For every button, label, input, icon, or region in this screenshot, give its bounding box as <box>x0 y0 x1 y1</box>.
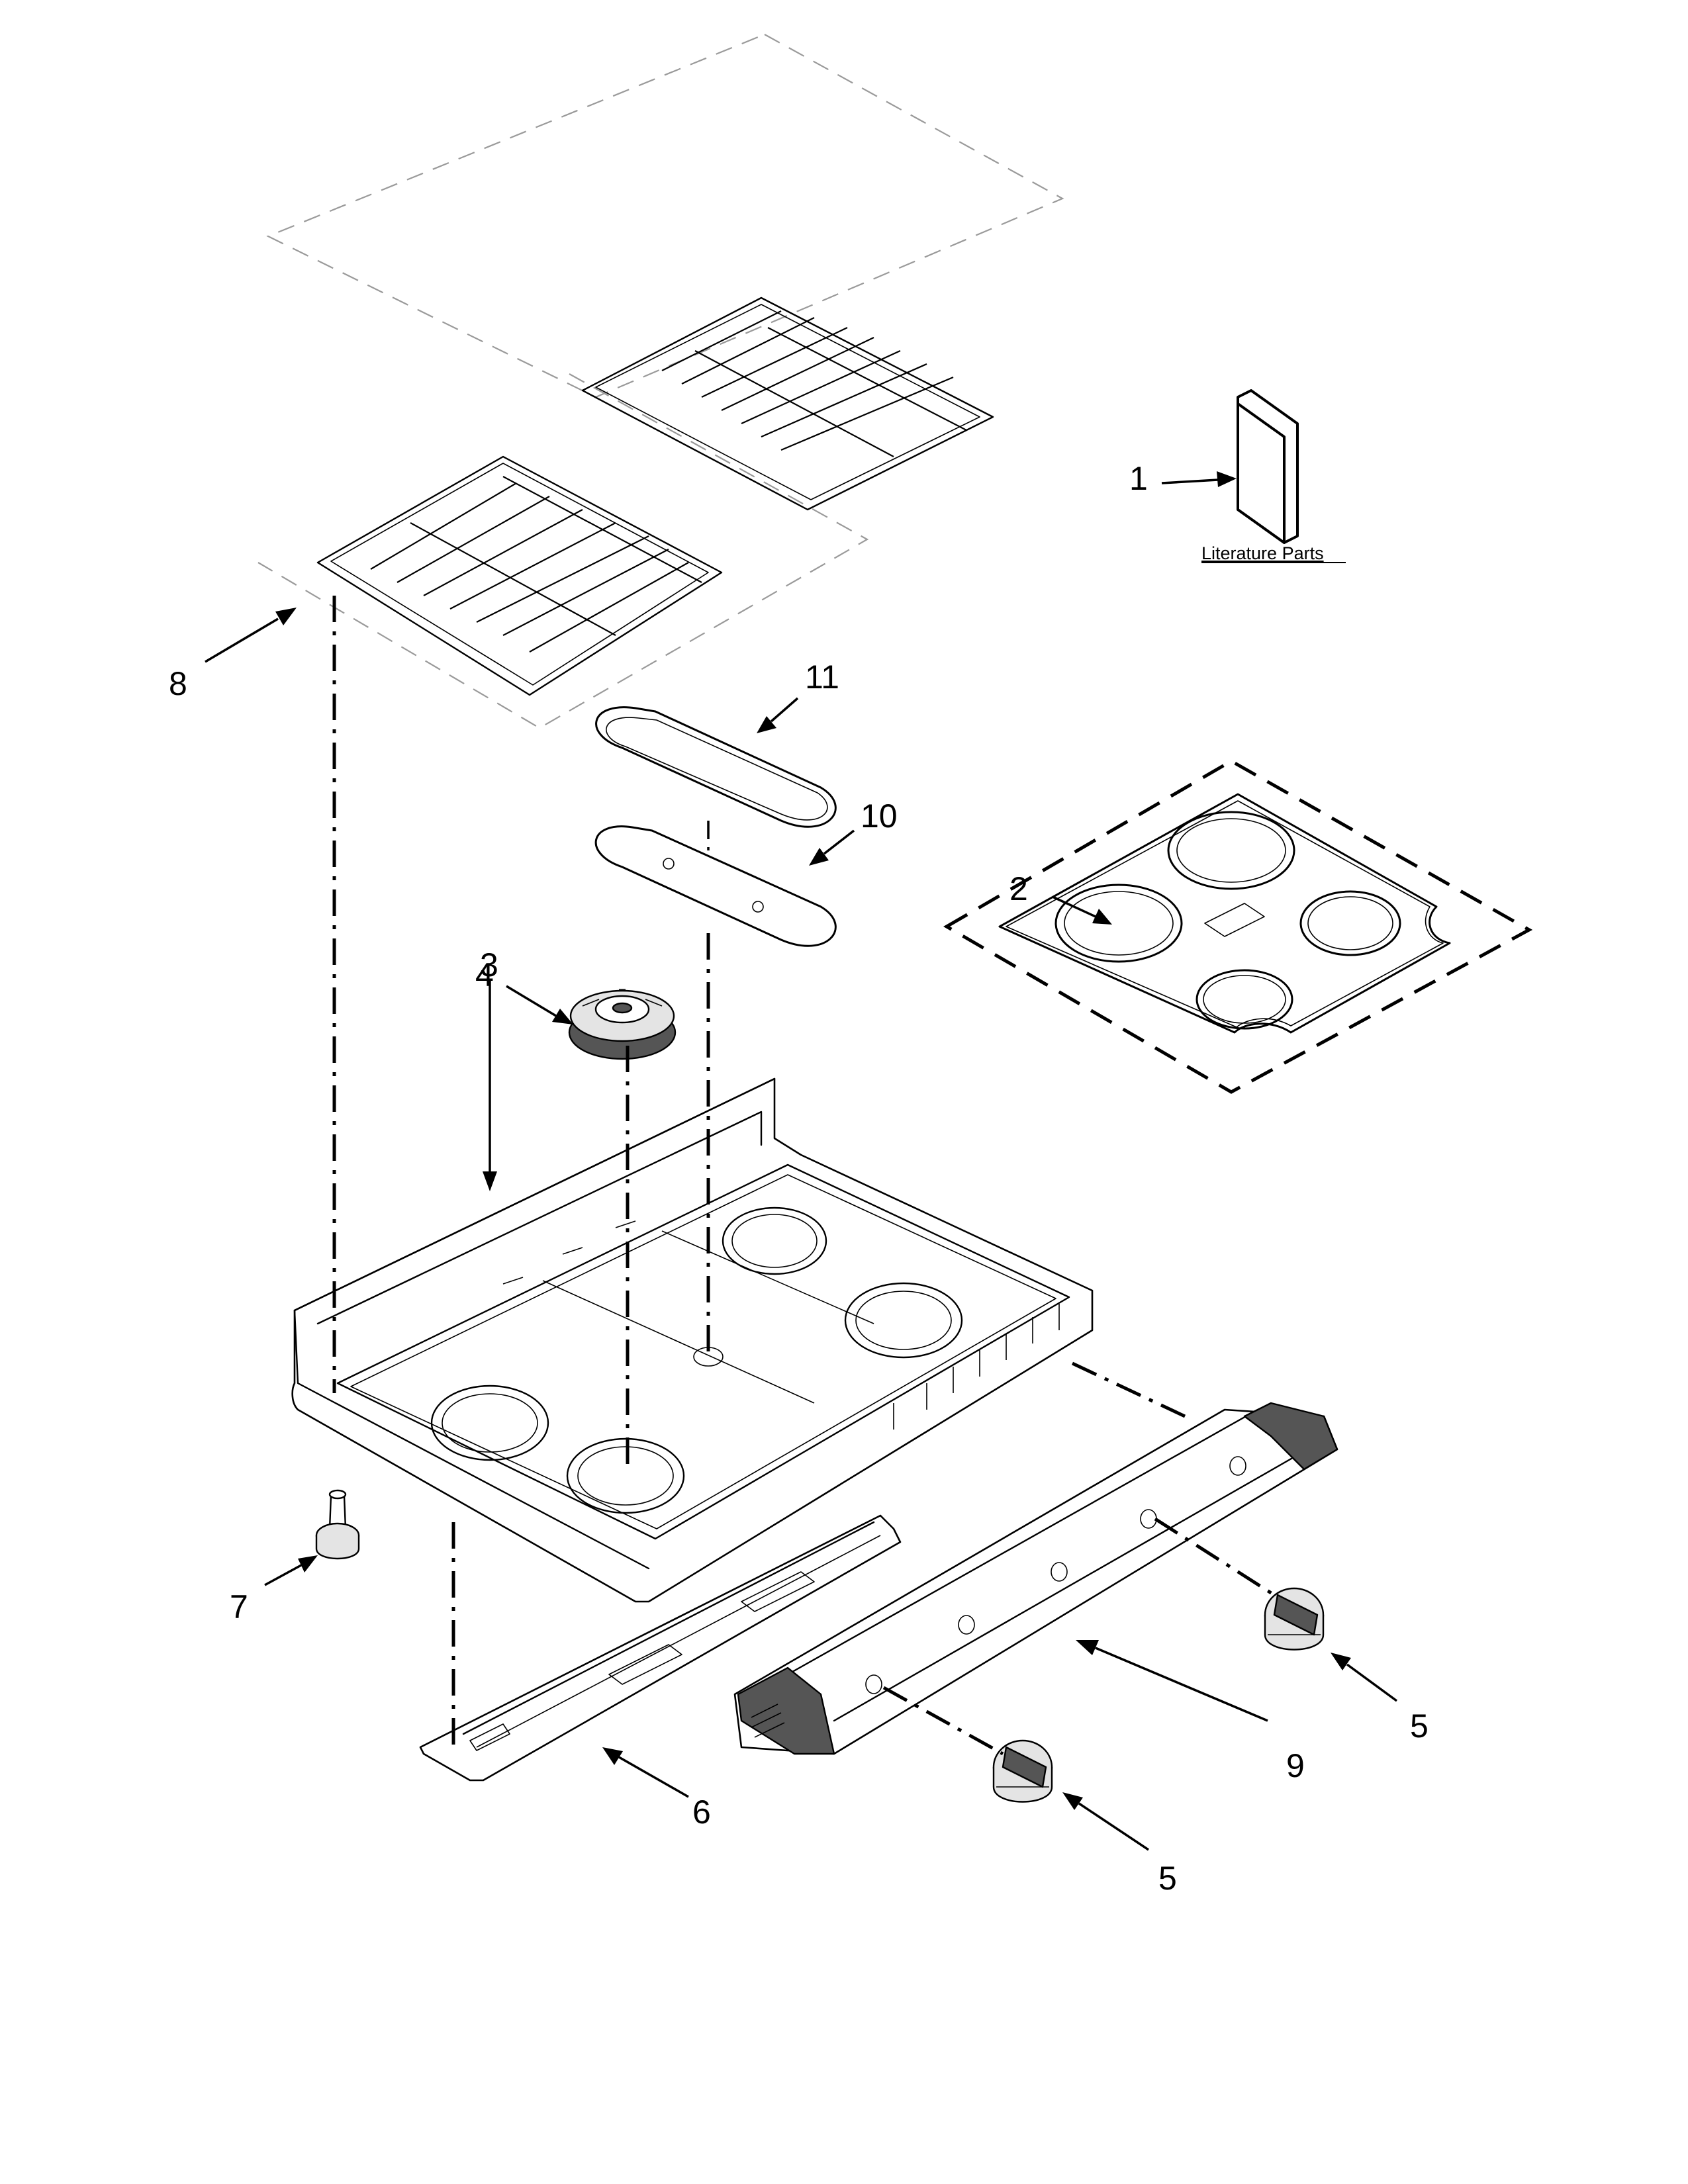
part-2-cooktop <box>943 759 1533 1094</box>
assembly-lines <box>332 596 1276 1756</box>
part-7-cap <box>315 1489 360 1560</box>
part-9-control-panel <box>733 1402 1338 1755</box>
part-5-knob-upper <box>1264 1587 1325 1651</box>
part-5-knob-lower <box>992 1739 1053 1803</box>
callout-9: 9 <box>1286 1747 1305 1784</box>
callout-4: 4 <box>475 956 494 993</box>
callout-7: 7 <box>230 1588 248 1625</box>
callout-1: 1 <box>1129 460 1148 497</box>
part-10-plate <box>594 825 837 947</box>
part-1-literature <box>1237 389 1299 544</box>
part-11-cover <box>595 706 837 828</box>
part-8-grates <box>258 33 1064 729</box>
callout-11: 11 <box>805 659 839 696</box>
callout-6: 6 <box>692 1794 711 1831</box>
part-3-cooktop-pan <box>291 1077 1094 1603</box>
callout-8: 8 <box>169 665 187 702</box>
callout-arrows <box>205 471 1398 1851</box>
callout-5-lower: 5 <box>1158 1860 1177 1897</box>
literature-parts-label[interactable]: Literature Parts <box>1201 543 1324 563</box>
callout-2: 2 <box>1009 870 1028 907</box>
part-4-burner <box>568 989 677 1060</box>
callout-3: 3 <box>480 946 498 983</box>
part-6-bracket <box>419 1514 902 1782</box>
callout-5-upper: 5 <box>1410 1707 1429 1745</box>
callout-10: 10 <box>861 797 898 835</box>
